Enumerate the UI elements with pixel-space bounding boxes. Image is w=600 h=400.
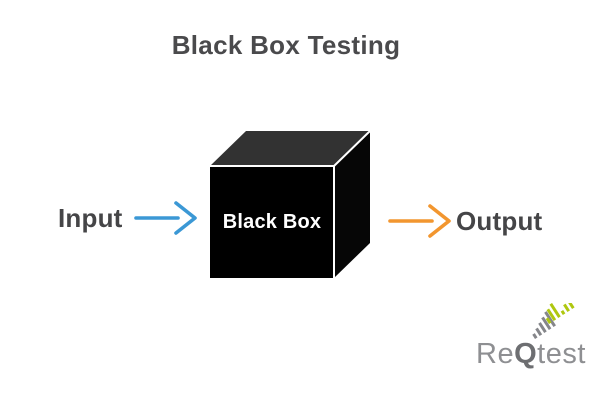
output-arrow-head — [428, 204, 451, 238]
cube-front-face — [210, 166, 334, 278]
cube-top-face — [210, 131, 370, 166]
logo-mark-green-bars — [545, 303, 575, 324]
page-title: Black Box Testing — [171, 30, 401, 60]
logo-text-q: Q — [514, 338, 538, 370]
logo-mark-gray-bars — [532, 311, 556, 339]
output-arrow-icon — [388, 204, 451, 238]
input-arrow-head — [174, 201, 197, 235]
reqtest-logo-text: ReQtest — [476, 340, 586, 369]
reqtest-logo: ReQtest — [476, 303, 594, 369]
input-label: Input — [58, 203, 123, 233]
cube-edge-highlight — [210, 130, 371, 278]
logo-text-tail: test — [537, 338, 586, 370]
black-box-cube — [210, 130, 371, 278]
input-arrow-icon — [134, 201, 197, 235]
reqtest-logo-mark-icon — [532, 303, 575, 339]
cube-right-face — [334, 131, 370, 278]
output-label: Output — [456, 206, 543, 236]
black-box-label: Black Box — [222, 210, 322, 233]
logo-text-re: Re — [476, 338, 515, 370]
